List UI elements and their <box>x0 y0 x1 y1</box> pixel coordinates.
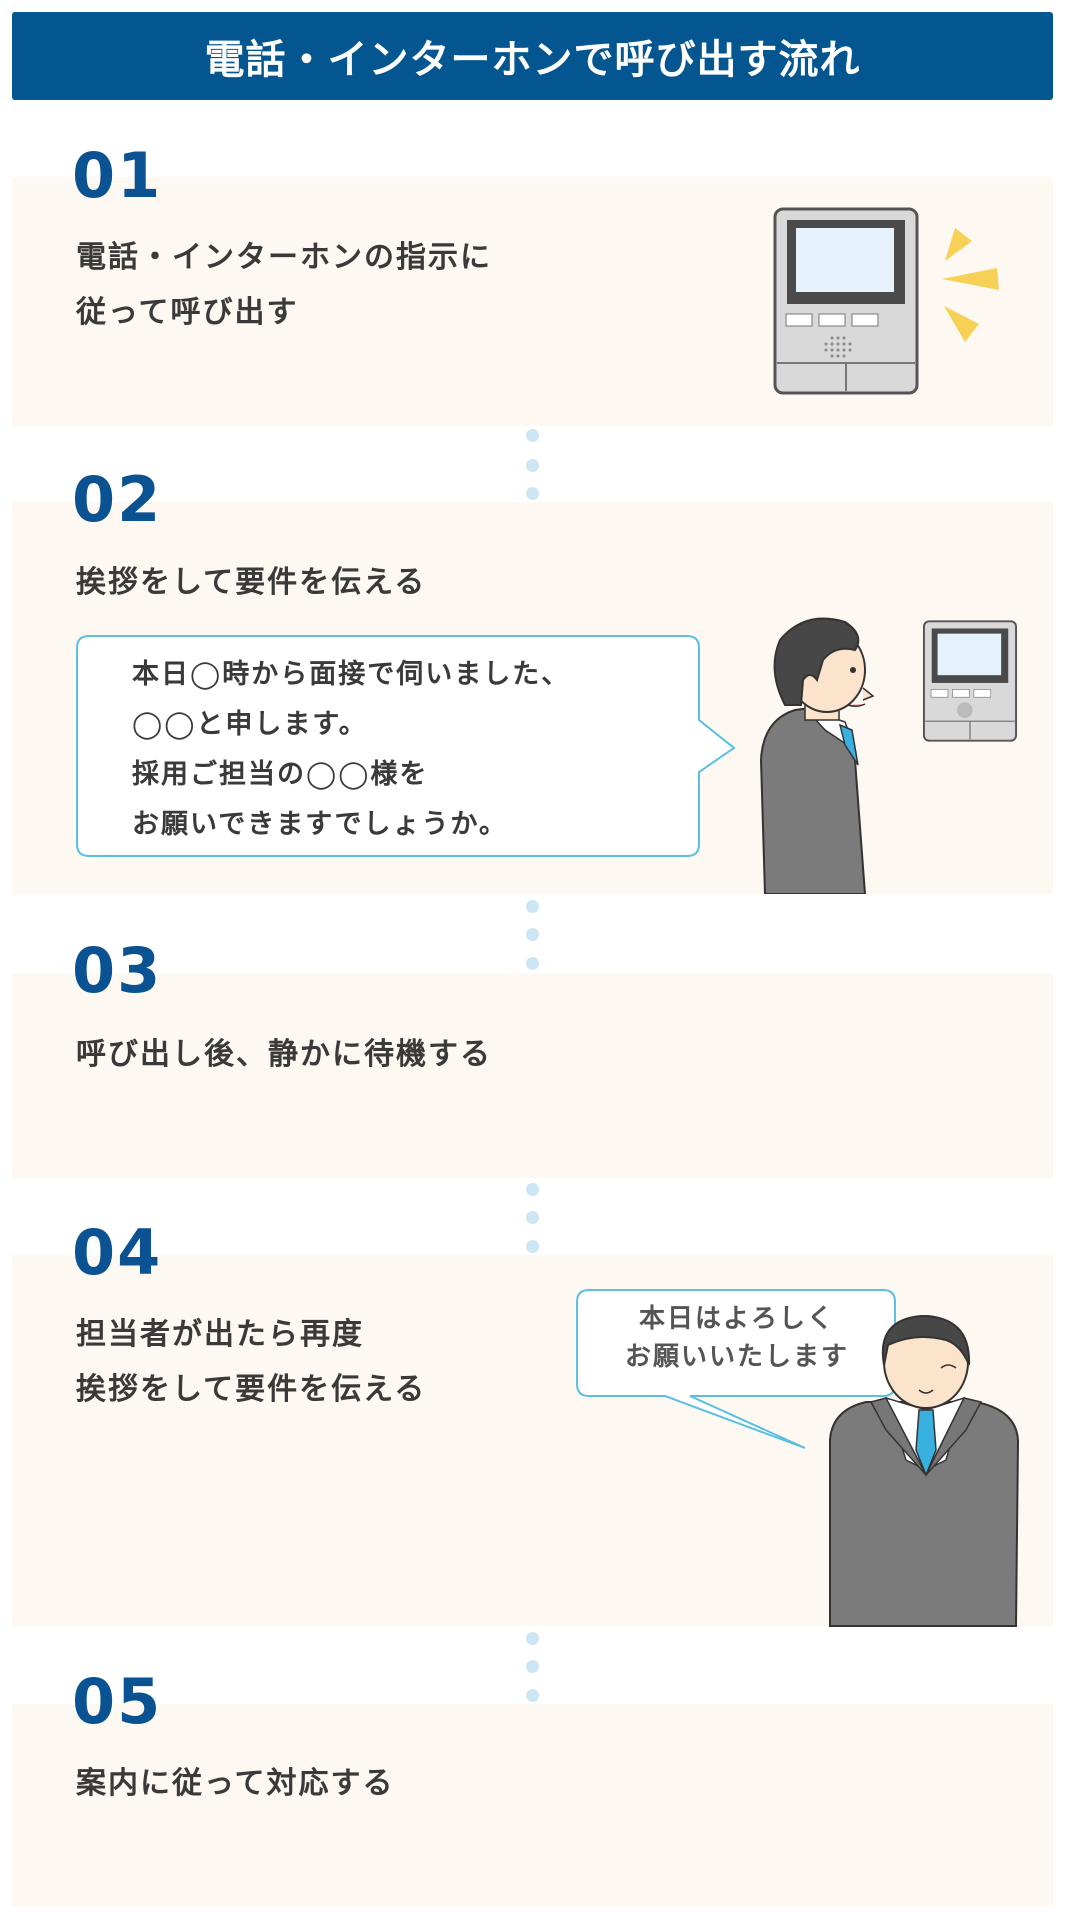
speech-text: 本日◯時から面接で伺いました、 ◯◯と申します。 採用ご担当の◯◯様を お願いで… <box>132 650 570 850</box>
step-number: 05 <box>72 1665 163 1738</box>
intercom-ringing-illustration <box>773 207 999 395</box>
connector-dot <box>526 487 539 500</box>
ringing-icon <box>942 228 999 342</box>
speech-line: 本日はよろしく <box>638 1304 835 1334</box>
speech-line: お願いできますでしょうか。 <box>132 809 508 840</box>
step-number: 01 <box>72 139 163 212</box>
step-text-line: 挨拶をして要件を伝える <box>76 1372 427 1407</box>
step-text-line: 案内に従って対応する <box>76 1766 395 1801</box>
speech-text: 本日はよろしく お願いいたします <box>577 1300 897 1376</box>
connector-dot <box>526 928 539 941</box>
step-number: 02 <box>72 463 163 536</box>
person-bowing-illustration <box>829 1314 1020 1627</box>
connector-dot <box>526 429 539 442</box>
step-text: 電話・インターホンの指示に 従って呼び出す <box>76 230 492 340</box>
intercom-illustration <box>922 620 1018 742</box>
step-text-line: 担当者が出たら再度 <box>76 1317 364 1352</box>
speech-line: 本日◯時から面接で伺いました、 <box>132 659 571 690</box>
page-title: 電話・インターホンで呼び出す流れ <box>12 12 1053 100</box>
step-text-line: 挨拶をして要件を伝える <box>76 565 427 600</box>
connector-dot <box>526 957 539 970</box>
connector-dot <box>526 1632 539 1645</box>
connector-dot <box>526 1689 539 1702</box>
step-text: 担当者が出たら再度 挨拶をして要件を伝える <box>76 1307 426 1417</box>
step-text: 呼び出し後、静かに待機する <box>76 1027 492 1082</box>
speech-line: 採用ご担当の◯◯様を <box>132 759 429 790</box>
speech-bubble <box>76 635 736 857</box>
step-card-3 <box>12 973 1053 1178</box>
connector-dot <box>526 459 539 472</box>
step-text-line: 呼び出し後、静かに待機する <box>76 1037 492 1072</box>
step-text: 挨拶をして要件を伝える <box>76 555 426 610</box>
connector-dot <box>526 1183 539 1196</box>
step-text: 案内に従って対応する <box>76 1756 395 1811</box>
connector-dot <box>526 900 539 913</box>
step-number: 03 <box>72 934 163 1007</box>
speech-line: お願いいたします <box>624 1342 849 1372</box>
person-profile-illustration <box>759 617 875 894</box>
step-number: 04 <box>72 1216 163 1289</box>
connector-dot <box>526 1660 539 1673</box>
step-text-line: 電話・インターホンの指示に <box>76 240 492 275</box>
connector-dot <box>526 1211 539 1224</box>
speech-bubble <box>576 1289 896 1449</box>
step-card-5 <box>12 1704 1053 1907</box>
speech-line: ◯◯と申します。 <box>132 709 368 740</box>
connector-dot <box>526 1240 539 1253</box>
step-text-line: 従って呼び出す <box>76 295 299 330</box>
